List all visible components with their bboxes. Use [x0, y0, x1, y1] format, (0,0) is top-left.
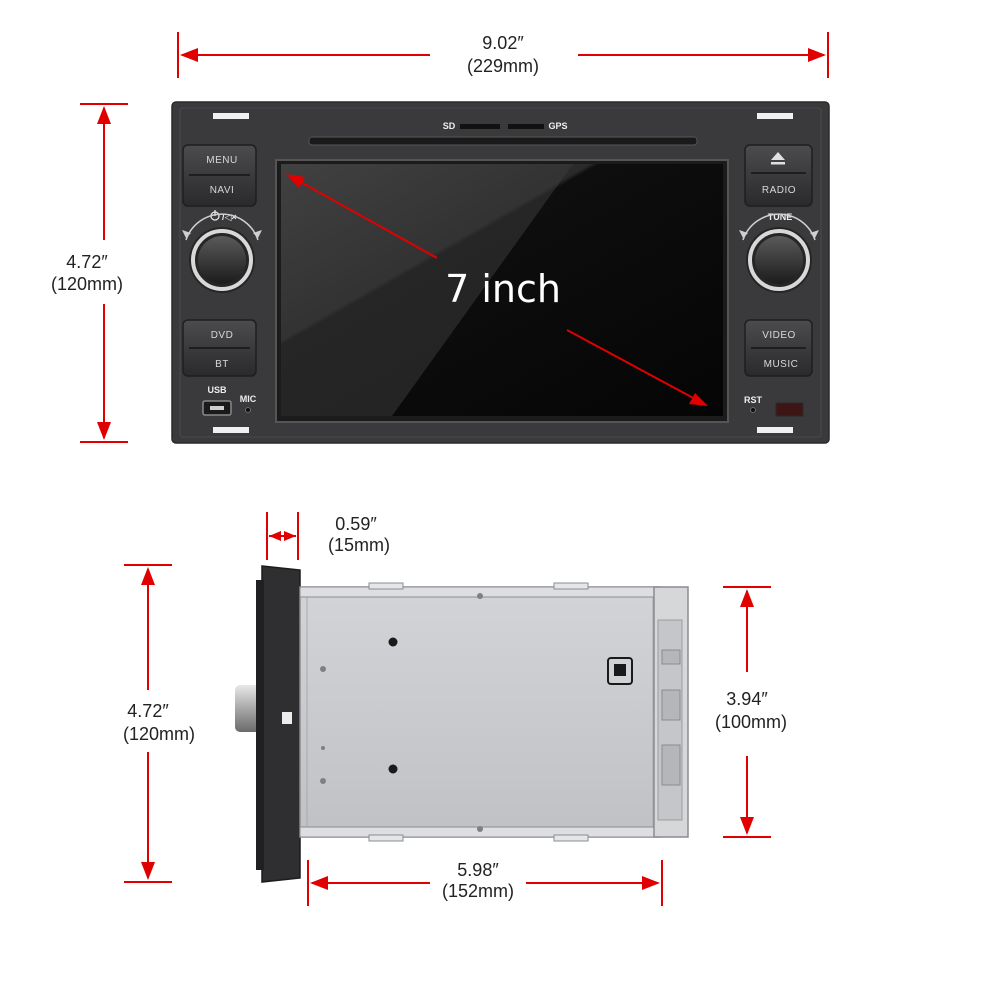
bt-button-label: BT: [215, 359, 229, 370]
front-view: 9.02″ (229mm) 4.72″ (120mm) SD: [51, 32, 830, 444]
chassis-depth-inches: 5.98″: [457, 860, 499, 880]
tune-knob[interactable]: [746, 227, 812, 293]
connector: [661, 649, 681, 665]
chassis-depth-dimension: 5.98″ (152mm): [307, 860, 663, 906]
mount-tab: [213, 427, 249, 433]
diagonal-arrow-head: [689, 393, 708, 406]
rst-label: RST: [744, 395, 763, 405]
faceplate-depth-mm: (15mm): [328, 535, 390, 555]
video-music-button[interactable]: VIDEO MUSIC: [744, 319, 813, 377]
faceplate-profile: [261, 565, 301, 883]
reset-button[interactable]: [750, 407, 756, 413]
dvd-bt-button[interactable]: DVD BT: [182, 319, 257, 377]
mount-hole: [388, 764, 398, 774]
dvd-button-label: DVD: [211, 330, 234, 341]
ir-sensor: [775, 402, 804, 417]
sd-card-slot[interactable]: [460, 124, 500, 129]
front-height-mm: (120mm): [51, 274, 123, 294]
side-height-dimension: 4.72″ (120mm): [123, 564, 195, 883]
chassis-height-inches: 3.94″: [726, 689, 768, 709]
connector: [661, 744, 681, 786]
eject-icon: [771, 152, 785, 165]
video-button-label: VIDEO: [762, 330, 796, 341]
gps-card-slot[interactable]: [508, 124, 544, 129]
menu-button-label: MENU: [206, 155, 237, 166]
metal-chassis: [299, 586, 661, 838]
front-height-dimension: 4.72″ (120mm): [51, 103, 128, 443]
side-height-mm: (120mm): [123, 724, 195, 744]
screw: [320, 666, 326, 672]
mic-label: MIC: [240, 394, 257, 404]
screw: [477, 593, 483, 599]
mount-tab: [757, 427, 793, 433]
chassis-height-dimension: 3.94″ (100mm): [715, 586, 787, 838]
head-unit-side: [235, 565, 689, 883]
volume-arc: [185, 213, 259, 241]
mount-hole: [388, 637, 398, 647]
screen-size-label: 7 inch: [445, 267, 561, 311]
screw: [320, 778, 326, 784]
sd-label: SD: [443, 121, 456, 131]
disc-slot[interactable]: [308, 136, 698, 146]
faceplate-depth-inches: 0.59″: [335, 514, 377, 534]
faceplate-depth-dimension: 0.59″ (15mm): [266, 512, 390, 560]
side-height-inches: 4.72″: [127, 701, 169, 721]
front-height-inches: 4.72″: [66, 252, 108, 272]
music-button-label: MUSIC: [764, 359, 799, 370]
head-unit-front: SD GPS 7 inch MENU NAVI: [171, 101, 830, 444]
eject-radio-button[interactable]: RADIO: [744, 144, 813, 207]
radio-button-label: RADIO: [762, 185, 796, 196]
mute-symbol: /◁×: [222, 212, 237, 222]
usb-label: USB: [207, 385, 227, 395]
chassis-height-mm: (100mm): [715, 712, 787, 732]
mount-tab: [757, 113, 793, 119]
chassis-depth-mm: (152mm): [442, 881, 514, 901]
volume-knob[interactable]: [189, 227, 255, 293]
front-width-dimension: 9.02″ (229mm): [177, 32, 829, 78]
gps-label: GPS: [548, 121, 567, 131]
mount-tab: [213, 113, 249, 119]
menu-navi-button[interactable]: MENU NAVI: [182, 144, 257, 207]
screw: [321, 746, 325, 750]
front-width-inches: 9.02″: [482, 33, 524, 53]
side-view: 0.59″ (15mm) 4.72″ (120mm) 3.94″ (100mm): [123, 512, 787, 906]
diagonal-arrow-head: [286, 174, 305, 188]
navi-button-label: NAVI: [210, 185, 235, 196]
mic-hole: [245, 407, 251, 413]
tune-arc: [742, 213, 816, 241]
connector: [661, 689, 681, 721]
front-width-mm: (229mm): [467, 56, 539, 76]
screw: [477, 826, 483, 832]
tune-label: TUNE: [768, 212, 793, 222]
